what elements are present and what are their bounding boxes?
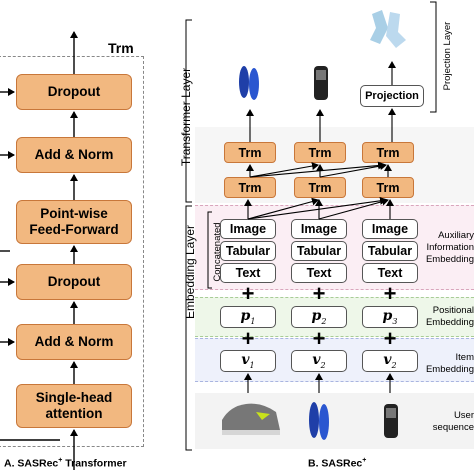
socks-projection-icon xyxy=(370,10,406,48)
belt-output-icon xyxy=(314,66,328,100)
single-head-attention-block: Single-head attention xyxy=(16,384,132,428)
positional-embedding-3: p3 xyxy=(362,306,418,328)
trm-box-lower-1: Trm xyxy=(224,177,276,198)
plus-sign: + xyxy=(241,281,255,306)
insole-output-icon xyxy=(239,66,259,100)
belt-input-icon xyxy=(384,404,398,438)
trm-label: Trm xyxy=(108,40,134,56)
trm-box-upper-3: Trm xyxy=(362,142,414,163)
insole-input-icon xyxy=(309,402,329,440)
user-sequence-label: User sequence xyxy=(432,410,474,433)
text-box-2: Text xyxy=(291,263,347,283)
item-embedding-2: v2 xyxy=(291,350,347,372)
image-box-2: Image xyxy=(291,219,347,239)
projection-box: Projection xyxy=(360,85,424,107)
plus-sign: + xyxy=(312,281,326,306)
dropout-block-bottom: Dropout xyxy=(16,264,132,300)
tabular-box-1: Tabular xyxy=(220,241,276,261)
image-box-1: Image xyxy=(220,219,276,239)
auxiliary-embedding-label: Auxiliary Information Embedding xyxy=(425,230,474,265)
image-box-3: Image xyxy=(362,219,418,239)
add-norm-block-bottom: Add & Norm xyxy=(16,324,132,360)
caption-a: A. SASRec+ Transformer xyxy=(4,457,127,470)
item-embedding-1: v1 xyxy=(220,350,276,372)
item-embedding-label: Item Embedding xyxy=(425,352,474,375)
plus-sign: + xyxy=(312,326,326,351)
tabular-box-3: Tabular xyxy=(362,241,418,261)
trm-box-lower-2: Trm xyxy=(294,177,346,198)
text-box-3: Text xyxy=(362,263,418,283)
add-norm-block-top: Add & Norm xyxy=(16,137,132,173)
pointwise-ffn-block: Point-wise Feed-Forward xyxy=(16,200,132,244)
sneaker-input-icon xyxy=(222,403,280,435)
trm-box-upper-1: Trm xyxy=(224,142,276,163)
plus-sign: + xyxy=(241,326,255,351)
trm-box-upper-2: Trm xyxy=(294,142,346,163)
plus-sign: + xyxy=(383,326,397,351)
item-embedding-3: v2 xyxy=(362,350,418,372)
caption-b: B. SASRec+ xyxy=(308,457,367,470)
trm-block-outline xyxy=(0,56,144,447)
plus-sign: + xyxy=(383,281,397,306)
positional-embedding-2: p2 xyxy=(291,306,347,328)
trm-box-lower-3: Trm xyxy=(362,177,414,198)
tabular-box-2: Tabular xyxy=(291,241,347,261)
positional-embedding-label: Positional Embedding xyxy=(425,305,474,328)
positional-embedding-1: p1 xyxy=(220,306,276,328)
dropout-block-top: Dropout xyxy=(16,74,132,110)
text-box-1: Text xyxy=(220,263,276,283)
